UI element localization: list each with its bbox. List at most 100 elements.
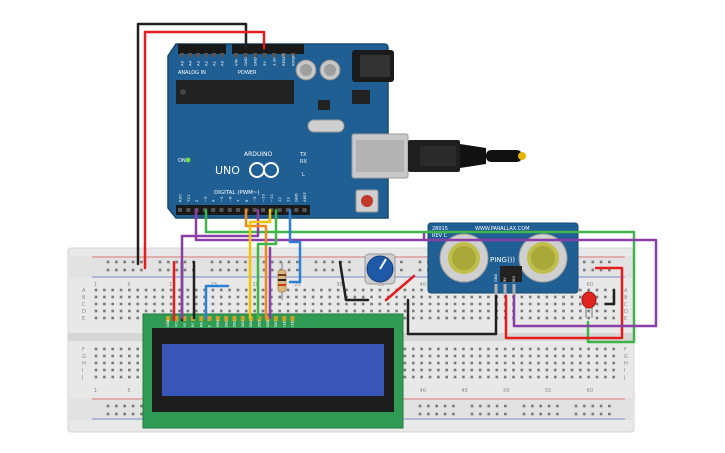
- breadboard-hole[interactable]: [445, 302, 448, 306]
- header-pin[interactable]: [180, 53, 184, 57]
- header-pin[interactable]: [219, 208, 224, 212]
- breadboard-hole[interactable]: [512, 361, 515, 365]
- breadboard-hole[interactable]: [570, 375, 574, 379]
- breadboard-hole[interactable]: [470, 309, 474, 313]
- breadboard-hole[interactable]: [545, 316, 549, 320]
- header-pin[interactable]: [188, 53, 192, 57]
- breadboard-hole[interactable]: [128, 361, 131, 365]
- breadboard-hole[interactable]: [570, 302, 574, 306]
- rail-hole[interactable]: [262, 268, 266, 272]
- header-pin[interactable]: [277, 208, 282, 212]
- breadboard-hole[interactable]: [579, 375, 582, 379]
- rail-hole[interactable]: [131, 412, 135, 416]
- breadboard-hole[interactable]: [570, 368, 574, 372]
- rail-hole[interactable]: [296, 268, 299, 272]
- breadboard-hole[interactable]: [94, 368, 98, 372]
- breadboard-hole[interactable]: [478, 295, 482, 299]
- rail-hole[interactable]: [331, 260, 334, 264]
- breadboard-hole[interactable]: [311, 288, 315, 292]
- breadboard-hole[interactable]: [370, 302, 373, 306]
- rail-hole[interactable]: [591, 268, 594, 272]
- breadboard-hole[interactable]: [545, 309, 549, 313]
- breadboard-hole[interactable]: [119, 288, 123, 292]
- breadboard-hole[interactable]: [487, 316, 490, 320]
- breadboard-hole[interactable]: [245, 295, 248, 299]
- breadboard-hole[interactable]: [186, 295, 190, 299]
- breadboard-hole[interactable]: [612, 375, 615, 379]
- breadboard-hole[interactable]: [395, 309, 398, 313]
- breadboard-hole[interactable]: [478, 302, 482, 306]
- rail-hole[interactable]: [487, 404, 490, 408]
- breadboard-hole[interactable]: [570, 309, 574, 313]
- breadboard-hole[interactable]: [136, 368, 140, 372]
- breadboard-hole[interactable]: [453, 361, 457, 365]
- breadboard-hole[interactable]: [261, 309, 265, 313]
- rail-hole[interactable]: [452, 412, 455, 416]
- rail-hole[interactable]: [235, 260, 239, 264]
- breadboard-hole[interactable]: [553, 347, 557, 351]
- breadboard-hole[interactable]: [136, 354, 140, 358]
- breadboard-hole[interactable]: [370, 295, 373, 299]
- breadboard-hole[interactable]: [562, 347, 565, 351]
- breadboard-hole[interactable]: [136, 347, 140, 351]
- breadboard-hole[interactable]: [579, 288, 582, 292]
- breadboard-hole[interactable]: [445, 368, 448, 372]
- breadboard-hole[interactable]: [412, 375, 415, 379]
- breadboard-hole[interactable]: [161, 295, 165, 299]
- breadboard-hole[interactable]: [153, 288, 156, 292]
- rail-hole[interactable]: [400, 268, 403, 272]
- breadboard-hole[interactable]: [462, 302, 465, 306]
- breadboard-hole[interactable]: [478, 375, 482, 379]
- header-pin[interactable]: [285, 208, 290, 212]
- breadboard-hole[interactable]: [437, 361, 440, 365]
- breadboard-hole[interactable]: [579, 354, 582, 358]
- breadboard-hole[interactable]: [412, 354, 415, 358]
- breadboard-hole[interactable]: [470, 347, 474, 351]
- breadboard-hole[interactable]: [286, 295, 290, 299]
- breadboard-hole[interactable]: [270, 288, 273, 292]
- breadboard-hole[interactable]: [553, 302, 557, 306]
- breadboard-hole[interactable]: [545, 354, 549, 358]
- breadboard-hole[interactable]: [595, 295, 599, 299]
- breadboard-hole[interactable]: [320, 302, 323, 306]
- breadboard-hole[interactable]: [136, 309, 140, 313]
- rail-hole[interactable]: [418, 404, 422, 408]
- breadboard-hole[interactable]: [169, 302, 173, 306]
- breadboard-hole[interactable]: [495, 347, 499, 351]
- rail-hole[interactable]: [591, 260, 594, 264]
- breadboard-hole[interactable]: [186, 288, 190, 292]
- breadboard-hole[interactable]: [186, 302, 190, 306]
- breadboard-hole[interactable]: [136, 375, 140, 379]
- lcd-pin[interactable]: [174, 316, 179, 321]
- breadboard-hole[interactable]: [136, 316, 140, 320]
- breadboard-hole[interactable]: [103, 354, 106, 358]
- rail-hole[interactable]: [158, 260, 162, 264]
- breadboard-hole[interactable]: [161, 309, 165, 313]
- breadboard-hole[interactable]: [604, 354, 607, 358]
- breadboard-hole[interactable]: [203, 295, 206, 299]
- breadboard-hole[interactable]: [428, 354, 432, 358]
- breadboard-hole[interactable]: [386, 288, 390, 292]
- breadboard-hole[interactable]: [320, 288, 323, 292]
- breadboard-hole[interactable]: [320, 295, 323, 299]
- breadboard-hole[interactable]: [111, 309, 114, 313]
- rail-hole[interactable]: [470, 412, 474, 416]
- header-pin[interactable]: [236, 208, 241, 212]
- breadboard-hole[interactable]: [587, 316, 590, 320]
- rail-hole[interactable]: [583, 404, 586, 408]
- rail-hole[interactable]: [227, 268, 230, 272]
- rail-hole[interactable]: [183, 268, 187, 272]
- rail-hole[interactable]: [487, 412, 490, 416]
- breadboard-hole[interactable]: [420, 302, 423, 306]
- rail-hole[interactable]: [495, 412, 499, 416]
- breadboard-hole[interactable]: [579, 302, 582, 306]
- breadboard-hole[interactable]: [595, 309, 599, 313]
- breadboard-hole[interactable]: [345, 288, 348, 292]
- breadboard-hole[interactable]: [487, 361, 490, 365]
- breadboard-hole[interactable]: [219, 302, 223, 306]
- breadboard-hole[interactable]: [437, 354, 440, 358]
- breadboard-hole[interactable]: [520, 368, 524, 372]
- breadboard-hole[interactable]: [111, 295, 114, 299]
- rail-hole[interactable]: [470, 404, 474, 408]
- breadboard-hole[interactable]: [428, 309, 432, 313]
